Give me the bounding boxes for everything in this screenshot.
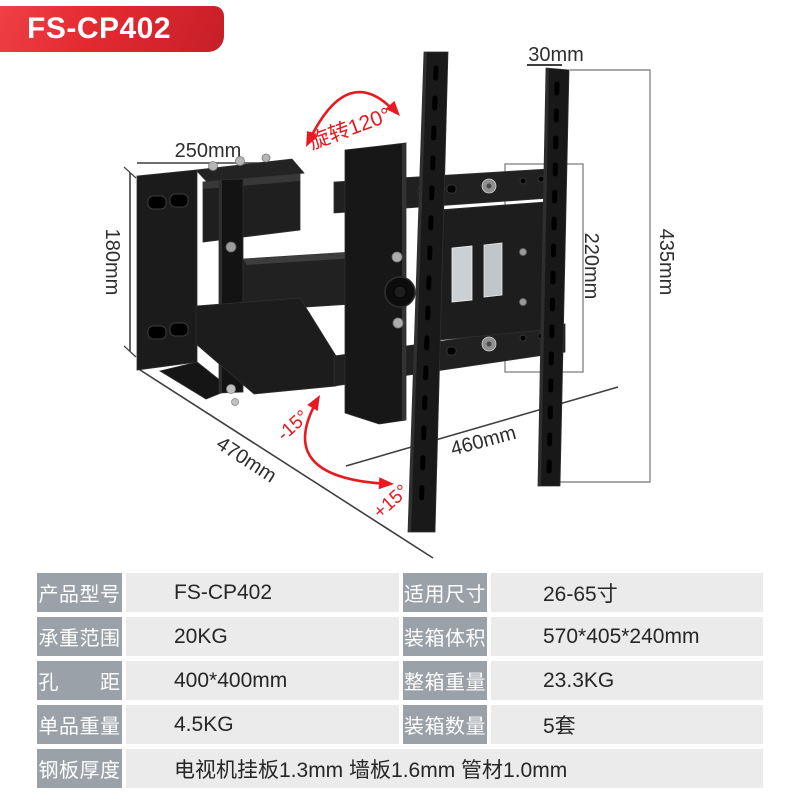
model-badge-text: FS-CP402: [27, 12, 172, 45]
swivel-arrowhead-left: [306, 130, 318, 147]
spec-label-size-range: 适用尺寸: [403, 573, 487, 612]
spec-value-steel-thickness: 电视机挂板1.3mm 墙板1.6mm 管材1.0mm: [126, 749, 763, 788]
spec-value-box-volume: 570*405*240mm: [491, 617, 763, 656]
spec-label-box-volume: 装箱体积: [403, 617, 487, 656]
dim-box-435: [560, 69, 651, 483]
tension-knob-center: [393, 285, 407, 299]
spec-value-load: 20KG: [126, 617, 399, 656]
spec-value-size-range: 26-65寸: [491, 573, 763, 612]
label-bracket-width: 460mm: [448, 422, 518, 461]
adapter-cutout: [483, 242, 503, 298]
spec-label-model: 产品型号: [37, 573, 122, 612]
tilt-arrowhead-top: [307, 395, 320, 411]
screw-center: [486, 183, 492, 189]
model-badge: FS-CP402: [0, 6, 224, 52]
pivot-screw: [226, 384, 236, 394]
mount-slot: [169, 193, 189, 208]
label-rail-height: 435mm: [655, 229, 677, 296]
spec-label-box-qty: 装箱数量: [403, 705, 487, 744]
crossbar-screws: [481, 178, 497, 352]
extension-arm-highlight: [243, 251, 372, 265]
tilt-screw: [392, 317, 404, 329]
dim-line-470: [136, 367, 434, 559]
label-wall-plate-height: 180mm: [101, 229, 123, 296]
adapter-cutout: [451, 245, 473, 303]
crossbar-hole: [537, 175, 545, 183]
tilt-plate: [344, 142, 407, 425]
right-rail-highlight: [538, 68, 549, 486]
spec-label-steel-thickness: 钢板厚度: [37, 749, 122, 788]
spec-label-box-weight: 整箱重量: [403, 661, 487, 700]
mount-slot: [147, 195, 167, 210]
dim-line-460: [345, 386, 619, 467]
wall-plate-slots: [147, 193, 189, 340]
label-arm-length: 250mm: [175, 140, 242, 162]
hinge-screw: [225, 241, 237, 253]
tilt-arrowhead-right: [378, 477, 394, 490]
spec-label-load: 承重范围: [37, 617, 122, 656]
spec-value-model: FS-CP402: [126, 573, 399, 612]
crossbar-hole: [519, 177, 527, 185]
spec-label-unit-weight: 单品重量: [37, 705, 122, 744]
label-vesa-height: 220mm: [580, 233, 602, 300]
label-rail-thickness: 30mm: [528, 44, 584, 66]
dim-tick-180-top: [123, 166, 137, 179]
right-rail-holes: [546, 81, 560, 475]
spec-value-box-qty: 5套: [491, 705, 763, 744]
dimension-lines: [123, 64, 619, 559]
swivel-arc-arrow: [307, 90, 397, 142]
tv-mount-product: [136, 51, 570, 533]
adapter-screw: [519, 298, 527, 306]
screw-center: [486, 341, 492, 347]
crossbar-slot: [446, 346, 457, 356]
upper-mount-plate: [195, 158, 305, 184]
spec-value-unit-weight: 4.5KG: [126, 705, 399, 744]
upper-mount-screws: [208, 153, 271, 171]
swivel-arrowhead-right: [385, 100, 400, 116]
label-tilt-down: +15°: [369, 481, 413, 523]
tilt-arc-arrow: [303, 398, 390, 486]
spec-label-hole-pitch: 孔 距: [37, 661, 122, 700]
screw: [208, 161, 218, 171]
tilt-screw: [391, 251, 403, 263]
label-extension-depth: 470mm: [212, 433, 280, 488]
label-tilt-up: -15°: [273, 406, 313, 445]
crossbar-hole: [519, 334, 527, 342]
pivot-screw: [231, 398, 239, 406]
spec-value-hole-pitch: 400*400mm: [126, 661, 399, 700]
screw: [235, 156, 245, 166]
left-rail-highlight: [408, 52, 427, 532]
screw: [261, 153, 271, 163]
mount-slot: [147, 325, 167, 340]
spec-table: 产品型号 FS-CP402 适用尺寸 26-65寸 承重范围 20KG 装箱体积…: [37, 573, 763, 788]
spec-value-box-weight: 23.3KG: [491, 661, 763, 700]
mount-slot: [169, 322, 189, 337]
adapter-screw: [519, 248, 527, 256]
crossbar-slot: [446, 184, 457, 194]
dim-tick-180-bottom: [123, 345, 137, 358]
